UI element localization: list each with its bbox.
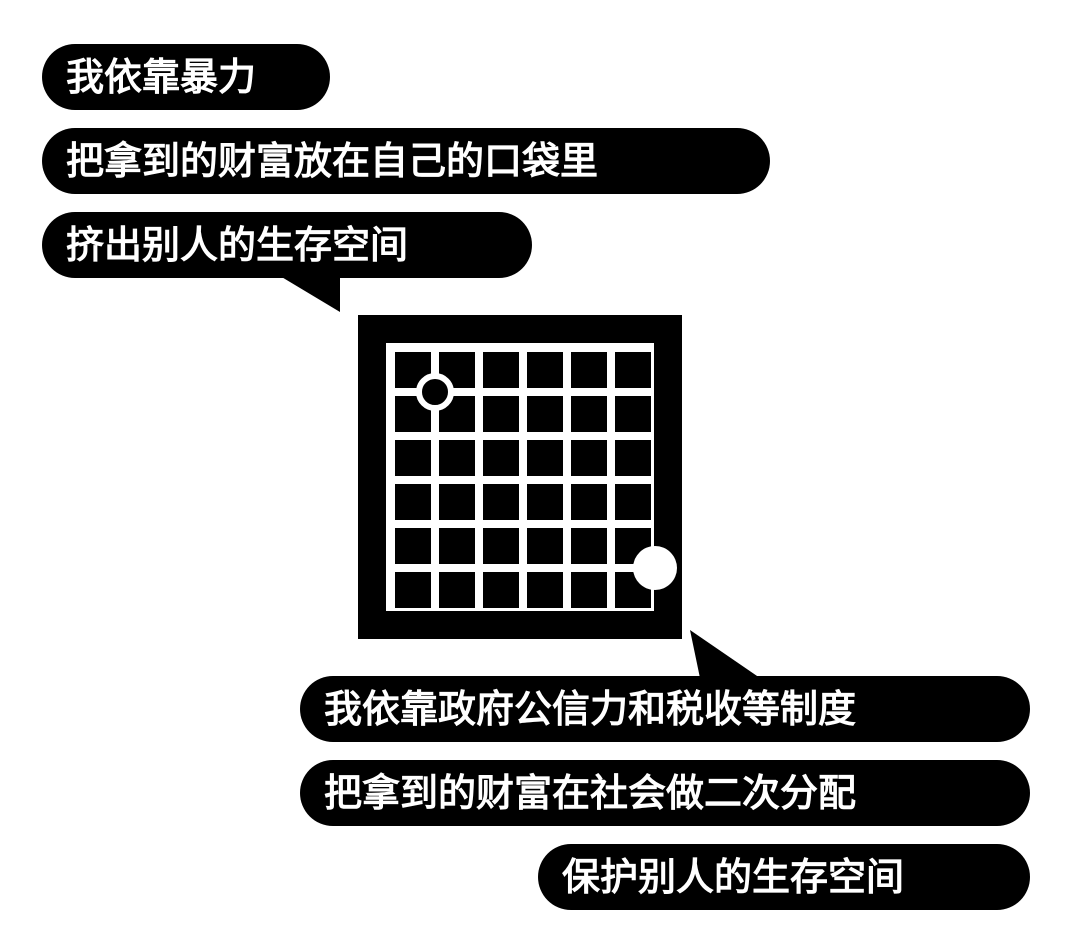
- board-cell: [527, 484, 563, 520]
- top-bubble-line-3: 挤出别人的生存空间: [42, 212, 532, 278]
- board-cell: [527, 528, 563, 564]
- board-cell: [439, 528, 475, 564]
- board-cell: [615, 396, 651, 432]
- board-pieces: [416, 373, 677, 590]
- board-cell: [571, 528, 607, 564]
- board-cell: [439, 572, 475, 608]
- board-cell: [571, 396, 607, 432]
- ring-piece: [416, 373, 454, 411]
- board-cell: [571, 484, 607, 520]
- board-cell: [483, 528, 519, 564]
- board-cell: [571, 352, 607, 388]
- board-cell: [483, 572, 519, 608]
- board-cell: [571, 572, 607, 608]
- top-bubble-line-1: 我依靠暴力: [42, 44, 330, 110]
- grid-board: [358, 315, 682, 639]
- solid-piece: [633, 546, 677, 590]
- board-cell: [395, 440, 431, 476]
- board-cell: [615, 352, 651, 388]
- top-bubble-line-2: 把拿到的财富放在自己的口袋里: [42, 128, 770, 194]
- board-cell: [395, 572, 431, 608]
- board-cell: [615, 440, 651, 476]
- board-cell: [483, 396, 519, 432]
- bottom-bubble-line-1: 我依靠政府公信力和税收等制度: [300, 676, 1030, 742]
- board-cell: [483, 440, 519, 476]
- board-cell: [483, 352, 519, 388]
- board-cell: [527, 440, 563, 476]
- board-cell: [395, 484, 431, 520]
- board-cell: [439, 440, 475, 476]
- board-cell: [615, 484, 651, 520]
- board-cell: [395, 528, 431, 564]
- board-cell: [571, 440, 607, 476]
- bottom-bubble-line-2: 把拿到的财富在社会做二次分配: [300, 760, 1030, 826]
- bottom-bubble-line-3: 保护别人的生存空间: [538, 844, 1030, 910]
- board-cell: [527, 352, 563, 388]
- board-cell: [439, 484, 475, 520]
- board-cell: [527, 396, 563, 432]
- board-cell: [527, 572, 563, 608]
- board-cell: [483, 484, 519, 520]
